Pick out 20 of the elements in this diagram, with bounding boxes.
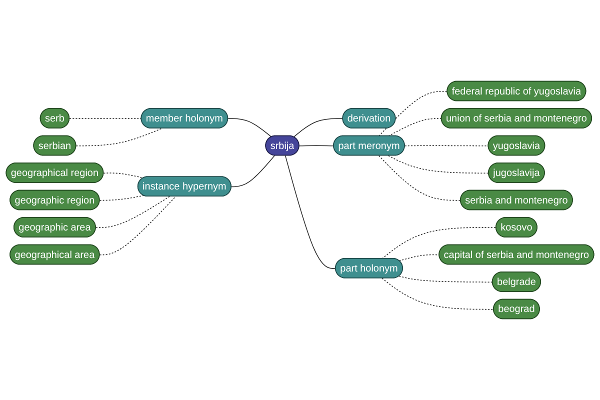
connector: [388, 155, 490, 174]
connector: [382, 227, 497, 260]
connector: [298, 145, 334, 146]
connector: [382, 278, 494, 310]
connector: [378, 155, 462, 201]
connector: [99, 195, 144, 201]
connector: [96, 196, 170, 228]
connector: [231, 155, 275, 188]
connector: [284, 155, 336, 269]
connector: [69, 118, 142, 120]
connector: [293, 118, 344, 138]
connector: [103, 172, 144, 178]
connector: [228, 118, 272, 138]
connector: [398, 254, 440, 262]
connector: [404, 145, 489, 146]
connector: [99, 196, 176, 256]
connector: [398, 276, 494, 282]
connector: [76, 128, 162, 146]
connector: [378, 90, 448, 136]
connector: [388, 118, 442, 136]
